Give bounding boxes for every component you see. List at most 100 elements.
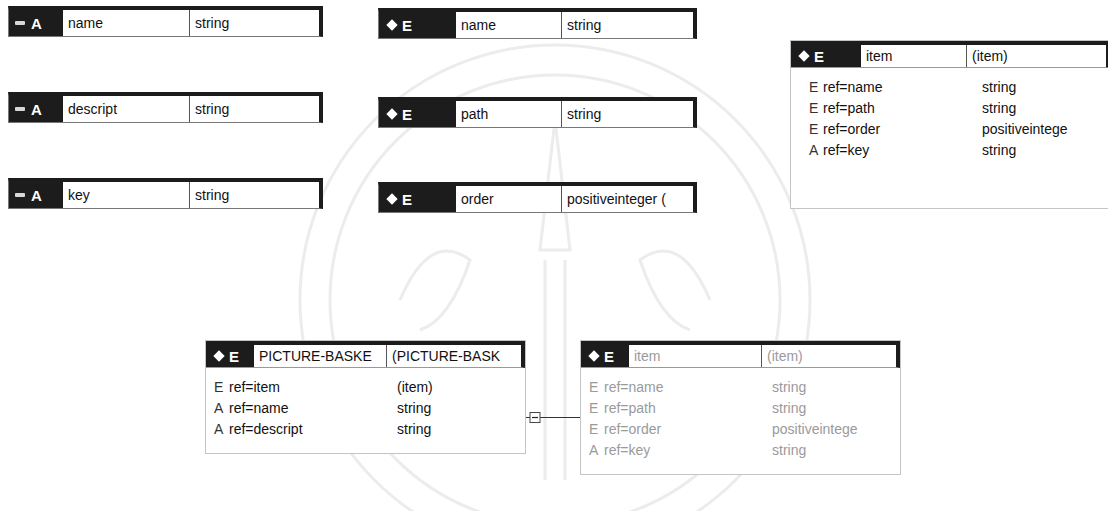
reference-name: ref=order	[823, 121, 982, 137]
type-cell: (item)	[966, 45, 1106, 67]
kind-cell: E	[206, 345, 254, 367]
node-name: path	[461, 106, 488, 122]
reference-name: ref=name	[823, 79, 982, 95]
complex-element-box: Eitem(item)Eref=namestringEref=pathstrin…	[790, 40, 1108, 209]
kind-cell: E	[379, 186, 456, 212]
child-row: Eref=orderpositiveintege	[581, 418, 900, 439]
type-name: string	[982, 100, 1024, 116]
box-header: Adescriptstring	[9, 96, 319, 122]
type-cell: string	[189, 182, 319, 208]
type-name: string	[195, 15, 229, 31]
kind-letter: E	[402, 106, 412, 123]
child-row: Eref=namestring	[581, 376, 900, 397]
child-row: Eref=item(item)	[206, 376, 525, 397]
reference-name: ref=descript	[229, 421, 397, 437]
toggle-box	[530, 413, 540, 423]
name-cell: descript	[63, 96, 189, 122]
type-cell: positiveinteger (	[561, 186, 693, 212]
kind-letter: E	[402, 17, 412, 34]
attribute-icon	[15, 21, 25, 25]
child-rows: Eref=namestringEref=pathstringEref=order…	[791, 68, 1108, 208]
node-name: item	[866, 48, 892, 64]
node-name: PICTURE-BASKE	[259, 348, 372, 364]
kind-cell: E	[379, 101, 456, 127]
box-header: Eorder positiveinteger (	[379, 186, 693, 212]
kind-letter: A	[214, 400, 229, 416]
complex-element-box: Eitem(item)Eref=namestringEref=pathstrin…	[580, 340, 901, 475]
name-cell: order	[456, 186, 561, 212]
element-icon	[386, 19, 397, 30]
type-name: string	[567, 17, 601, 33]
kind-letter: E	[814, 48, 824, 65]
toggle-minus	[532, 417, 538, 418]
type-name: string	[397, 421, 439, 437]
type-name: string	[982, 142, 1024, 158]
kind-letter: E	[809, 121, 823, 137]
kind-letter: E	[402, 191, 412, 208]
kind-letter: A	[31, 101, 42, 118]
element-icon	[213, 350, 224, 361]
type-cell: (item)	[761, 345, 896, 367]
element-icon	[386, 193, 397, 204]
type-cell: string	[189, 10, 319, 36]
reference-name: ref=key	[604, 442, 772, 458]
attribute-box: Anamestring	[8, 6, 323, 37]
kind-cell: E	[581, 345, 629, 367]
box-header: Eitem (item)	[581, 341, 900, 368]
node-name: descript	[68, 101, 117, 117]
child-rows: Eref=item(item)Aref=namestringAref=descr…	[206, 368, 525, 453]
box-header: Akey string	[9, 182, 319, 208]
child-row: Aref=namestring	[206, 397, 525, 418]
type-name: string	[772, 400, 814, 416]
node-name: item	[634, 348, 660, 364]
kind-letter: A	[809, 142, 823, 158]
complex-element-box: E PICTURE-BASKE (PICTURE-BASK Eref=item(ite…	[205, 340, 526, 454]
kind-letter: E	[589, 379, 604, 395]
node-name: name	[461, 17, 496, 33]
attribute-icon	[15, 107, 25, 111]
box-header: Epath string	[379, 101, 693, 127]
kind-letter: E	[604, 348, 614, 365]
kind-letter: E	[589, 421, 604, 437]
element-icon	[798, 50, 809, 61]
child-row: Eref=pathstring	[791, 97, 1108, 118]
kind-cell: E	[791, 45, 861, 67]
connector-line	[526, 417, 580, 418]
reference-name: ref=order	[604, 421, 772, 437]
kind-cell: A	[9, 182, 63, 208]
kind-letter: A	[31, 187, 42, 204]
element-box: Epath string	[378, 97, 697, 128]
element-box: Ename string	[378, 8, 697, 39]
box-header: E PICTURE-BASKE (PICTURE-BASK	[206, 341, 525, 368]
type-name: (PICTURE-BASK	[392, 348, 500, 364]
child-row: Eref=orderpositiveintege	[791, 118, 1108, 139]
name-cell: item	[629, 345, 761, 367]
type-name: (item)	[397, 379, 441, 395]
kind-cell: E	[379, 12, 456, 38]
child-row: Aref=keystring	[791, 139, 1108, 160]
type-name: (item)	[767, 348, 803, 364]
type-cell: string	[561, 12, 693, 38]
element-icon	[386, 108, 397, 119]
kind-letter: E	[809, 79, 823, 95]
type-name: string	[567, 106, 601, 122]
type-name: positiveinteger (	[567, 191, 666, 207]
reference-name: ref=name	[604, 379, 772, 395]
type-name: string	[982, 79, 1024, 95]
node-name: order	[461, 191, 494, 207]
type-name: (item)	[972, 48, 1008, 64]
box-header: Anamestring	[9, 10, 319, 36]
node-name: name	[68, 15, 103, 31]
name-cell: key	[63, 182, 189, 208]
child-row: Eref=namestring	[791, 76, 1108, 97]
kind-letter: E	[809, 100, 823, 116]
attribute-box: Adescriptstring	[8, 92, 323, 123]
kind-letter: A	[214, 421, 229, 437]
type-name: string	[195, 187, 229, 203]
reference-name: ref=key	[823, 142, 982, 158]
child-rows: Eref=namestringEref=pathstringEref=order…	[581, 368, 900, 474]
type-cell: (PICTURE-BASK	[386, 345, 521, 367]
kind-letter: E	[229, 348, 239, 365]
reference-name: ref=path	[823, 100, 982, 116]
